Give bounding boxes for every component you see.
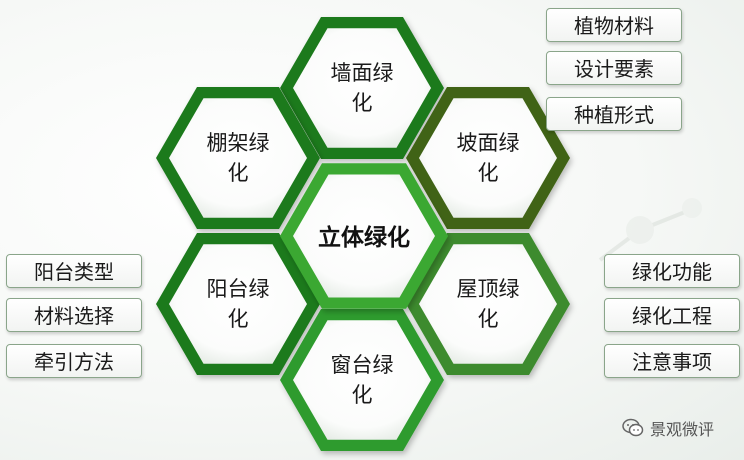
watermark: 景观微评: [622, 416, 714, 440]
hexagon-qiangmian-label-2: 化: [352, 91, 373, 115]
hexagon-yangtai-label-1: 阳台绿: [207, 277, 270, 301]
hexagon-pomian-face: [419, 98, 557, 218]
hexagon-wuding-face: [419, 244, 557, 364]
box-top-right-2: 设计要素: [546, 51, 682, 85]
hexagon-chuangtai-face: [293, 320, 431, 440]
hexagon-qiangmian-label-1: 墙面绿: [331, 61, 394, 85]
box-left-1: 阳台类型: [6, 254, 142, 288]
hexagon-chuangtai-label-2: 化: [352, 383, 373, 407]
box-top-right-3: 种植形式: [546, 97, 682, 131]
hexagon-yangtai-label-2: 化: [228, 307, 249, 331]
hexagon-center-face: [293, 174, 435, 298]
hexagon-wuding-label-2: 化: [478, 307, 499, 331]
watermark-text: 景观微评: [650, 420, 715, 439]
center-label: 立体绿化: [318, 224, 410, 251]
hexagon-qiangmian-face: [293, 28, 431, 148]
hexagon-pengjia-label-1: 棚架绿: [207, 131, 270, 155]
box-right-2: 绿化工程: [604, 298, 740, 332]
hexagon-wuding-label-1: 屋顶绿: [457, 277, 520, 301]
box-top-right-1: 植物材料: [546, 8, 682, 42]
box-right-1: 绿化功能: [604, 254, 740, 288]
hexagon-pengjia-label-2: 化: [228, 161, 249, 185]
hexagon-center: 立体绿化: [280, 163, 448, 309]
box-left-2: 材料选择: [6, 298, 142, 332]
wechat-icon: [622, 418, 644, 437]
hexagon-pengjia-face: [169, 98, 307, 218]
box-left-3: 牵引方法: [6, 344, 142, 378]
decorative-molecule: [598, 198, 702, 262]
hexagon-pomian-label-2: 化: [478, 161, 499, 185]
hexagon-yangtai-face: [169, 244, 307, 364]
box-right-3: 注意事项: [604, 344, 740, 378]
hexagon-pomian-label-1: 坡面绿: [457, 131, 520, 155]
hexagon-chuangtai-label-1: 窗台绿: [331, 353, 394, 377]
